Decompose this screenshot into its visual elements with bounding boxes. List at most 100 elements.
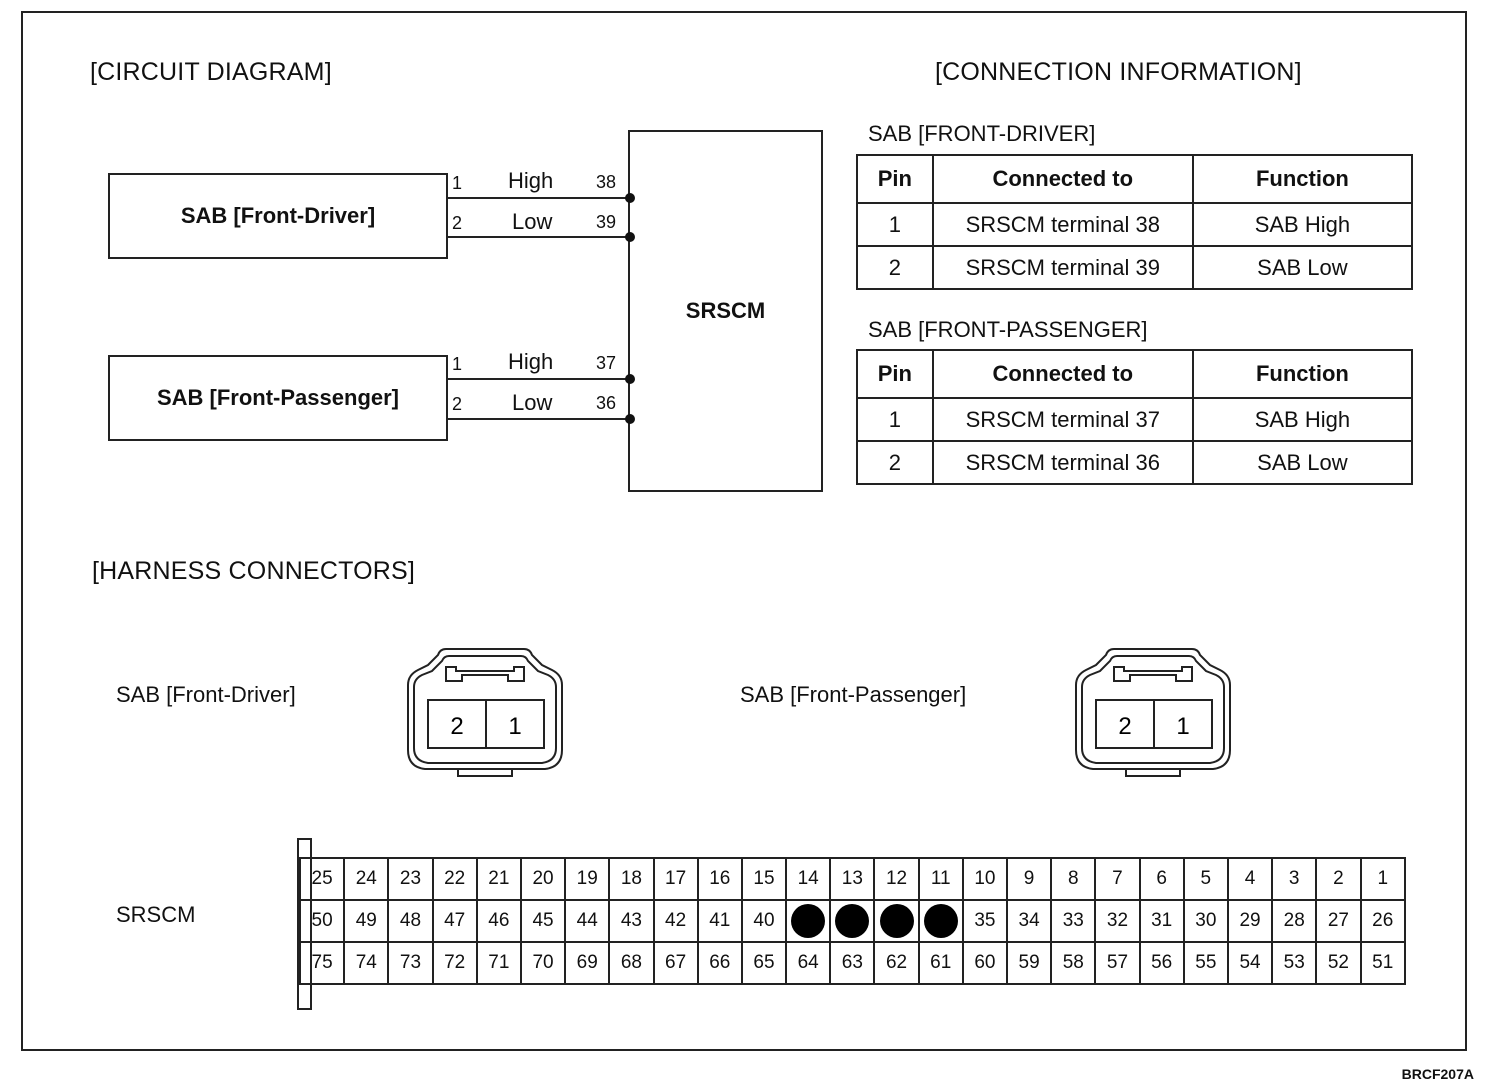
- terminal-cell: 33: [1050, 899, 1097, 943]
- passenger-high-label: High: [508, 349, 554, 374]
- terminal-cell: 35: [961, 899, 1009, 943]
- terminal-cell: 26: [1359, 899, 1406, 943]
- passenger-connector-diagram: 2 1: [1075, 648, 1231, 777]
- terminal-cell: 68: [608, 941, 655, 985]
- driver-connector-pin-1: 1: [508, 713, 521, 740]
- terminal-cell: 61: [917, 941, 964, 985]
- srscm-connector-label: SRSCM: [116, 902, 196, 927]
- cell-connected-to: SRSCM terminal 38: [931, 202, 1194, 247]
- header-function: Function: [1191, 349, 1414, 399]
- passenger-high-wire: [448, 378, 630, 380]
- terminal-cell: 23: [387, 857, 434, 901]
- terminal-cell: 45: [519, 899, 567, 943]
- plug-dot: [791, 904, 826, 938]
- terminal-37-node: [625, 374, 635, 384]
- terminal-38-label: 38: [596, 172, 617, 192]
- passenger-connector-label: SAB [Front-Passenger]: [740, 682, 967, 707]
- terminal-39-node: [625, 232, 635, 242]
- passenger-connector-pin-1: 1: [1176, 713, 1189, 740]
- terminal-cell: 19: [564, 857, 611, 901]
- terminal-cell: 30: [1182, 899, 1229, 943]
- table-row: 2 SRSCM terminal 39 SAB Low: [856, 245, 1414, 290]
- cell-function: SAB High: [1191, 397, 1414, 442]
- terminal-cell: 58: [1050, 941, 1097, 985]
- driver-connector-pin-2: 2: [450, 713, 463, 740]
- driver-low-label: Low: [512, 209, 553, 234]
- passenger-pin-2-label: 2: [452, 394, 463, 414]
- driver-pin-2-label: 2: [452, 213, 463, 233]
- driver-table-title: SAB [FRONT-DRIVER]: [868, 121, 1096, 146]
- terminal-cell: 14: [785, 857, 832, 901]
- terminal-cell: 70: [519, 941, 567, 985]
- terminal-cell: 2: [1315, 857, 1362, 901]
- header-connected-to: Connected to: [931, 154, 1194, 204]
- terminal-cell: 31: [1138, 899, 1185, 943]
- terminal-cell: 20: [519, 857, 567, 901]
- figure-code: BRCF207A: [1401, 1066, 1474, 1082]
- passenger-low-label: Low: [512, 390, 553, 415]
- header-function: Function: [1191, 154, 1414, 204]
- plugged-terminal: [917, 899, 964, 943]
- terminal-cell: 60: [961, 941, 1009, 985]
- cell-pin: 1: [856, 202, 934, 247]
- driver-high-label: High: [508, 168, 554, 193]
- terminal-cell: 75: [298, 941, 346, 985]
- terminal-cell: 66: [696, 941, 743, 985]
- terminal-cell: 59: [1005, 941, 1053, 985]
- passenger-low-wire: [448, 418, 630, 420]
- cell-connected-to: SRSCM terminal 36: [931, 440, 1194, 485]
- terminal-cell: 32: [1094, 899, 1141, 943]
- cell-function: SAB Low: [1191, 245, 1414, 290]
- terminal-cell: 7: [1094, 857, 1141, 901]
- terminal-cell: 69: [564, 941, 611, 985]
- terminal-cell: 43: [608, 899, 655, 943]
- terminal-cell: 53: [1271, 941, 1318, 985]
- driver-connector-diagram: 2 1: [407, 648, 563, 777]
- driver-low-wire: [448, 236, 630, 238]
- plugged-terminal: [829, 899, 876, 943]
- terminal-cell: 50: [298, 899, 346, 943]
- passenger-connection-table: Pin Connected to Function 1 SRSCM termin…: [856, 349, 1414, 485]
- sab-front-driver-box: SAB [Front-Driver]: [108, 173, 448, 259]
- plugged-terminal: [873, 899, 920, 943]
- terminal-cell: 46: [475, 899, 522, 943]
- terminal-cell: 13: [829, 857, 876, 901]
- terminal-cell: 8: [1050, 857, 1097, 901]
- terminal-cell: 24: [343, 857, 390, 901]
- srscm-module-box: SRSCM: [628, 130, 823, 492]
- terminal-cell: 29: [1226, 899, 1274, 943]
- cell-function: SAB Low: [1191, 440, 1414, 485]
- cell-connected-to: SRSCM terminal 37: [931, 397, 1194, 442]
- circuit-diagram-heading: [CIRCUIT DIAGRAM]: [90, 58, 332, 86]
- terminal-cell: 49: [343, 899, 390, 943]
- table-row: 1 SRSCM terminal 37 SAB High: [856, 397, 1414, 442]
- terminal-cell: 74: [343, 941, 390, 985]
- driver-connection-table: Pin Connected to Function 1 SRSCM termin…: [856, 154, 1414, 290]
- terminal-cell: 21: [475, 857, 522, 901]
- terminal-39-label: 39: [596, 212, 617, 232]
- terminal-cell: 4: [1226, 857, 1274, 901]
- terminal-cell: 62: [873, 941, 920, 985]
- terminal-cell: 56: [1138, 941, 1185, 985]
- terminal-38-node: [625, 193, 635, 203]
- terminal-cell: 47: [431, 899, 478, 943]
- plug-dot: [879, 904, 914, 938]
- terminal-cell: 11: [917, 857, 964, 901]
- passenger-connector-pin-2: 2: [1118, 713, 1131, 740]
- terminal-cell: 17: [652, 857, 699, 901]
- terminal-cell: 42: [652, 899, 699, 943]
- table-row: 1 SRSCM terminal 38 SAB High: [856, 202, 1414, 247]
- terminal-cell: 51: [1359, 941, 1406, 985]
- terminal-cell: 63: [829, 941, 876, 985]
- driver-connector-label: SAB [Front-Driver]: [116, 682, 296, 707]
- header-pin: Pin: [856, 349, 934, 399]
- terminal-cell: 64: [785, 941, 832, 985]
- terminal-cell: 72: [431, 941, 478, 985]
- cell-pin: 2: [856, 440, 934, 485]
- harness-connectors-heading: [HARNESS CONNECTORS]: [92, 557, 416, 585]
- terminal-cell: 28: [1271, 899, 1318, 943]
